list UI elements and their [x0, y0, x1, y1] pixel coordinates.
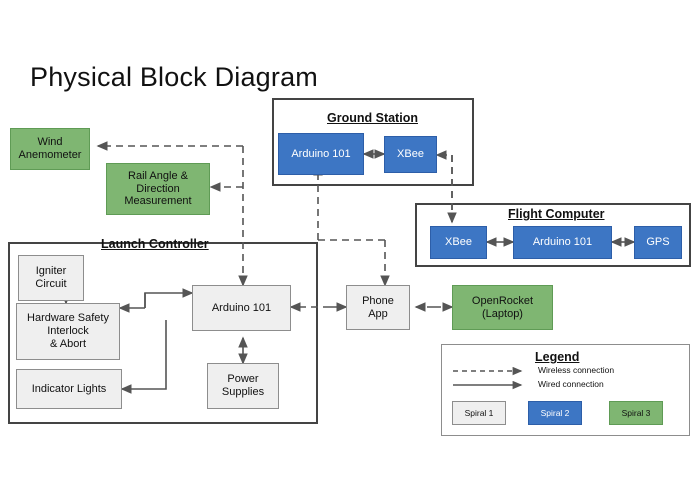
group-ground-station — [272, 98, 474, 186]
block-ground-station-xbee[interactable]: XBee — [384, 136, 437, 173]
phone-app-line1: Phone — [362, 294, 394, 307]
legend-spiral3-label: Spiral 3 — [621, 408, 651, 418]
wind-anemometer-line2: Anemometer — [18, 149, 82, 161]
power-supplies-line2: Supplies — [221, 386, 265, 398]
legend-swatch-spiral3: Spiral 3 — [609, 401, 663, 425]
group-ground-station-title: Ground Station — [327, 111, 418, 125]
block-power-supplies[interactable]: Power Supplies — [207, 363, 279, 409]
group-launch-controller — [8, 242, 318, 424]
block-flight-computer-arduino[interactable]: Arduino 101 — [513, 226, 612, 259]
fc-arduino-label: Arduino 101 — [532, 236, 593, 249]
legend-title: Legend — [535, 350, 580, 364]
indicator-lights-label: Indicator Lights — [31, 382, 107, 395]
group-flight-computer-title: Flight Computer — [508, 207, 605, 221]
hw-safety-line1: Hardware Safety — [27, 312, 109, 325]
gs-arduino-label: Arduino 101 — [291, 147, 351, 160]
rail-angle-line1: Rail Angle & — [128, 169, 188, 182]
legend-spiral1-label: Spiral 1 — [464, 408, 494, 418]
phone-app-line2: App — [368, 307, 388, 320]
power-supplies-line1: Power — [227, 373, 259, 386]
gs-xbee-label: XBee — [397, 148, 424, 161]
block-flight-computer-xbee[interactable]: XBee — [430, 226, 487, 259]
wind-anemometer-line1: Wind — [37, 136, 63, 149]
legend-wireless-label: Wireless connection — [538, 365, 615, 375]
igniter-line1: Igniter — [35, 265, 67, 278]
openrocket-line1: OpenRocket — [471, 294, 534, 307]
legend-spiral2-label: Spiral 2 — [540, 408, 570, 418]
group-launch-controller-title: Launch Controller — [101, 237, 209, 251]
legend-swatch-spiral2: Spiral 2 — [528, 401, 582, 425]
legend-swatch-spiral1: Spiral 1 — [452, 401, 506, 425]
rail-angle-line2: Direction — [136, 182, 180, 195]
block-indicator-lights[interactable]: Indicator Lights — [16, 369, 122, 409]
block-ground-station-arduino[interactable]: Arduino 101 — [278, 133, 364, 175]
rail-angle-line3: Measurement — [124, 195, 192, 208]
hw-safety-line2: Interlock — [47, 325, 89, 338]
legend-wired-label: Wired connection — [538, 379, 604, 389]
page-title: Physical Block Diagram — [30, 62, 318, 92]
block-igniter-circuit[interactable]: Igniter Circuit — [18, 255, 84, 301]
fc-xbee-label: XBee — [445, 236, 472, 249]
block-phone-app[interactable]: Phone App — [346, 285, 410, 330]
hw-safety-line3: & Abort — [49, 337, 87, 350]
block-rail-angle[interactable]: Rail Angle & Direction Measurement — [106, 163, 210, 215]
block-openrocket-laptop[interactable]: OpenRocket (Laptop) — [452, 285, 553, 330]
block-flight-computer-gps[interactable]: GPS — [634, 226, 682, 259]
block-hardware-safety-interlock[interactable]: Hardware Safety Interlock & Abort — [16, 303, 120, 360]
openrocket-line2: (Laptop) — [482, 307, 523, 320]
block-wind-anemometer[interactable]: Wind Anemometer — [10, 128, 90, 170]
fc-gps-label: GPS — [646, 236, 670, 249]
igniter-line2: Circuit — [35, 278, 67, 290]
block-launch-controller-arduino[interactable]: Arduino 101 — [192, 285, 291, 331]
group-flight-computer — [415, 203, 691, 267]
lc-arduino-label: Arduino 101 — [211, 301, 272, 314]
